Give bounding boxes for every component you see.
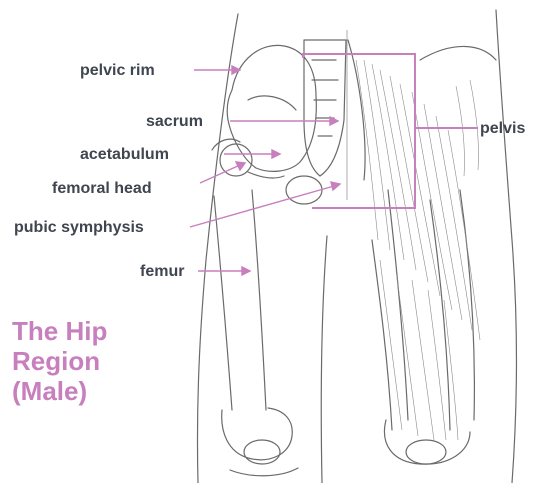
inner-left-silhouette: [321, 236, 327, 483]
label-pelvis: pelvis: [480, 120, 525, 138]
left-knee: [222, 408, 293, 460]
right-thigh-silhouette: [496, 10, 517, 483]
left-thigh-silhouette: [197, 14, 238, 483]
title-line-3: (Male): [12, 376, 107, 406]
pubic-symphysis-arrow: [190, 182, 340, 227]
muscle-hatching: [356, 60, 480, 440]
title-line-2: Region: [12, 346, 107, 376]
femur-shaft-inner: [252, 190, 266, 410]
femoral-head-arrow: [200, 162, 245, 183]
label-femur: femur: [140, 263, 184, 281]
label-femoral-head: femoral head: [52, 180, 152, 198]
label-pelvic-rim: pelvic rim: [80, 62, 155, 80]
label-sacrum: sacrum: [146, 113, 203, 131]
femoral-neck: [248, 172, 284, 178]
femur-shaft-outer: [214, 196, 232, 410]
label-pubic-symphysis: pubic symphysis: [14, 219, 144, 237]
diagram-title: The Hip Region (Male): [12, 316, 107, 406]
right-hip-outline: [420, 46, 496, 60]
label-acetabulum: acetabulum: [80, 146, 169, 164]
pelvic-rim-arrow: [194, 66, 240, 74]
title-line-1: The Hip: [12, 316, 107, 346]
